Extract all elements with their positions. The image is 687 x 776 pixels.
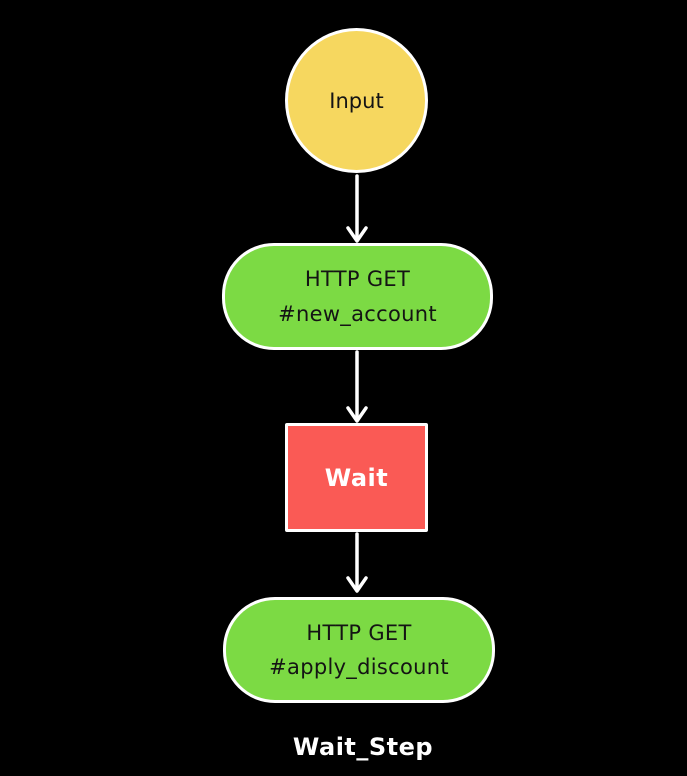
connector-arrow-new-account-to-wait xyxy=(346,350,368,423)
node-wait-label: Wait xyxy=(324,463,389,492)
node-input-label: Input xyxy=(329,88,384,113)
node-http-get-apply-discount: HTTP GET #apply_discount xyxy=(223,597,495,703)
node-http-get-apply-discount-line1: HTTP GET xyxy=(306,620,412,645)
connector-arrow-wait-to-apply-discount xyxy=(346,532,368,593)
node-http-get-new-account-line2: #new_account xyxy=(278,301,437,326)
node-wait: Wait xyxy=(285,423,428,532)
diagram-caption: Wait_Step xyxy=(292,733,434,761)
node-http-get-new-account: HTTP GET #new_account xyxy=(222,243,493,350)
node-http-get-apply-discount-line2: #apply_discount xyxy=(269,655,449,679)
node-input-circle: Input xyxy=(285,28,428,173)
node-http-get-new-account-line1: HTTP GET xyxy=(304,267,411,292)
connector-arrow-input-to-new-account xyxy=(346,174,368,243)
